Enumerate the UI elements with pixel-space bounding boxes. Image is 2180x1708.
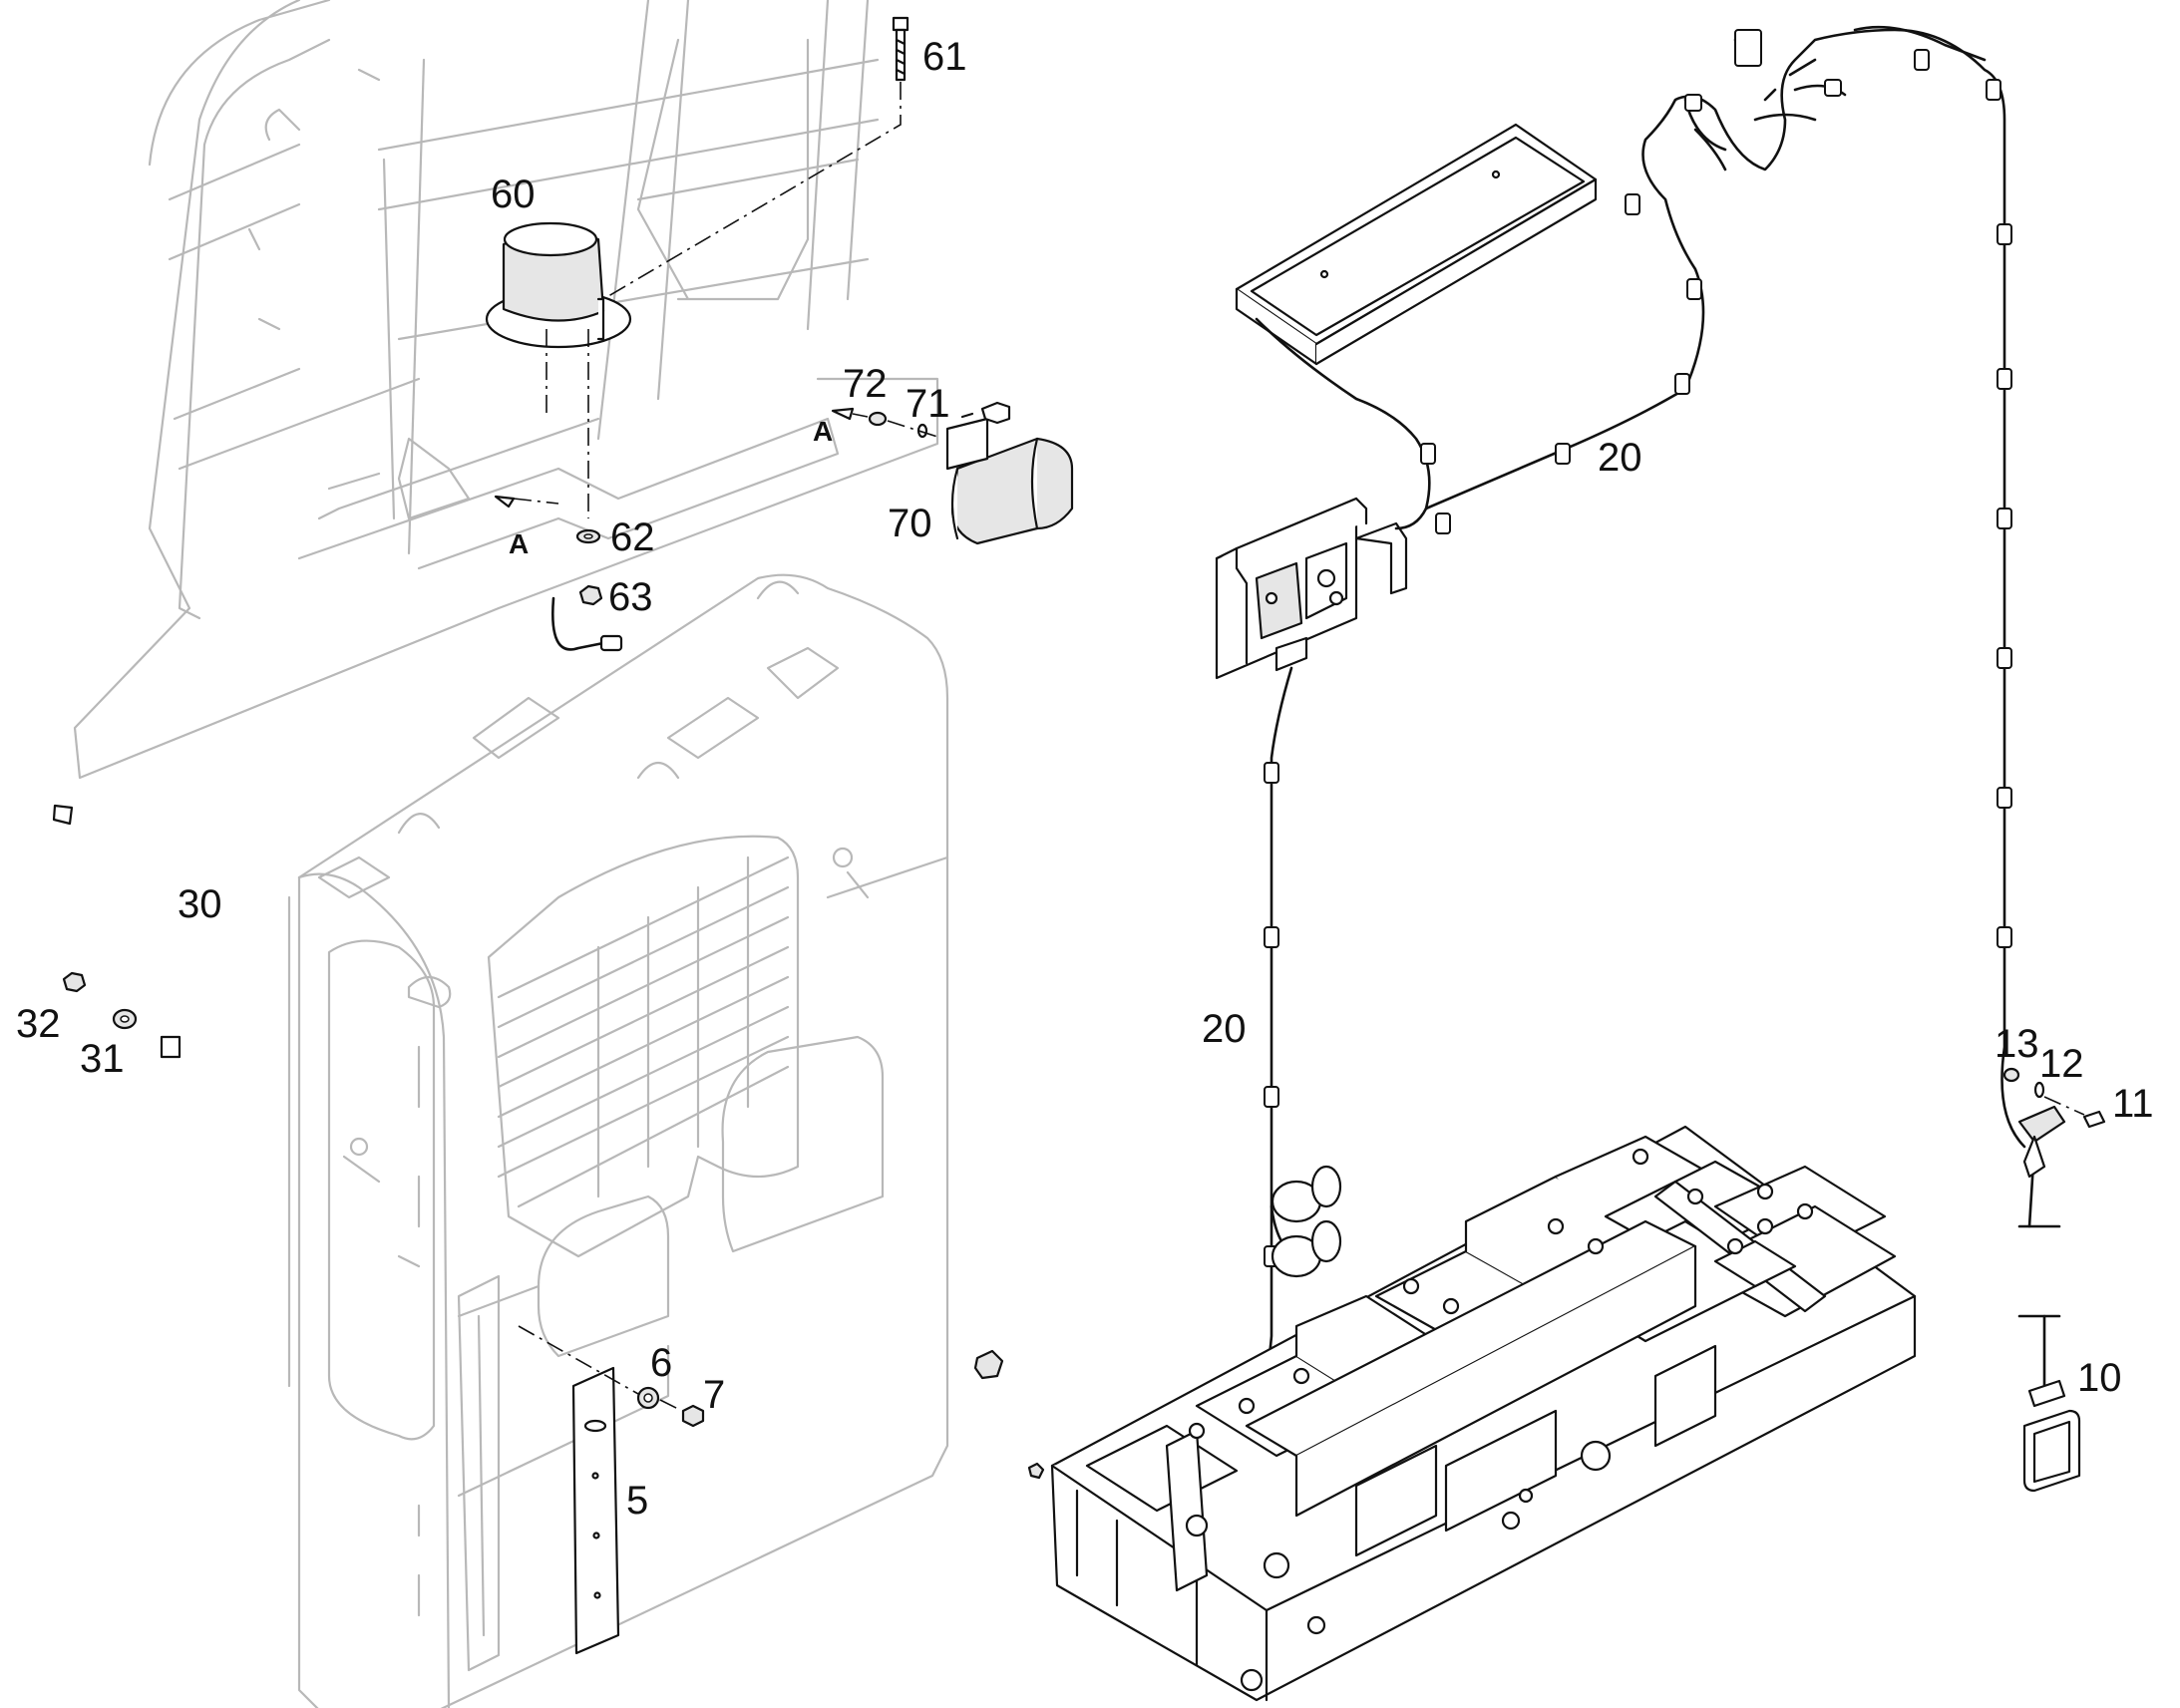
- callout-13: 13: [1995, 1022, 2039, 1066]
- plate-5: [571, 1366, 620, 1655]
- callout-70: 70: [888, 502, 932, 545]
- beacon-lead: [551, 596, 605, 651]
- callout-a-mount: A: [509, 528, 529, 559]
- callout-30: 30: [178, 882, 222, 926]
- washer-31: [112, 1008, 138, 1030]
- callout-63: 63: [608, 575, 653, 619]
- callout-a-arrow: A: [813, 416, 833, 447]
- battery-base-assembly: [1050, 1125, 1917, 1702]
- horn-relays: [1271, 1165, 1342, 1278]
- bolt-61: [892, 16, 909, 82]
- callout-61: 61: [922, 35, 967, 79]
- callout-6: 6: [650, 1341, 672, 1385]
- callout-32: 32: [16, 1002, 61, 1046]
- battery-cable-30: [52, 804, 182, 1059]
- nut-32: [62, 971, 87, 993]
- callout-11: 11: [2112, 1082, 2154, 1126]
- callout-72: 72: [843, 362, 888, 406]
- callout-62: 62: [610, 515, 655, 559]
- callout-20-lower: 20: [1202, 1007, 1247, 1051]
- callout-31: 31: [80, 1037, 125, 1081]
- nut-63: [578, 584, 603, 606]
- callout-7: 7: [703, 1373, 725, 1417]
- beacon-lamp-60: [485, 221, 632, 349]
- harness-end-connector: [2002, 1067, 2106, 1493]
- display-module: [1235, 123, 1598, 366]
- work-lamp-70: [945, 417, 1074, 545]
- callout-5: 5: [626, 1479, 648, 1523]
- overhead-guard-frame: [73, 0, 939, 780]
- callout-71: 71: [906, 382, 950, 426]
- callout-10: 10: [2077, 1356, 2122, 1400]
- callout-labels: 61 60 72 71 A A 70 62 63 20 20 30 32 31 …: [16, 35, 2154, 1523]
- washer-62: [575, 528, 601, 544]
- callout-12: 12: [2039, 1042, 2084, 1086]
- controller-unit: [1215, 497, 1408, 680]
- counterweight-hood: [287, 573, 949, 1708]
- callout-20-upper: 20: [1598, 436, 1642, 480]
- callout-60: 60: [491, 172, 536, 216]
- washer-72: [868, 411, 928, 439]
- screw-7: [681, 1404, 705, 1428]
- screw-71: [960, 401, 1011, 425]
- washer-6: [636, 1386, 660, 1410]
